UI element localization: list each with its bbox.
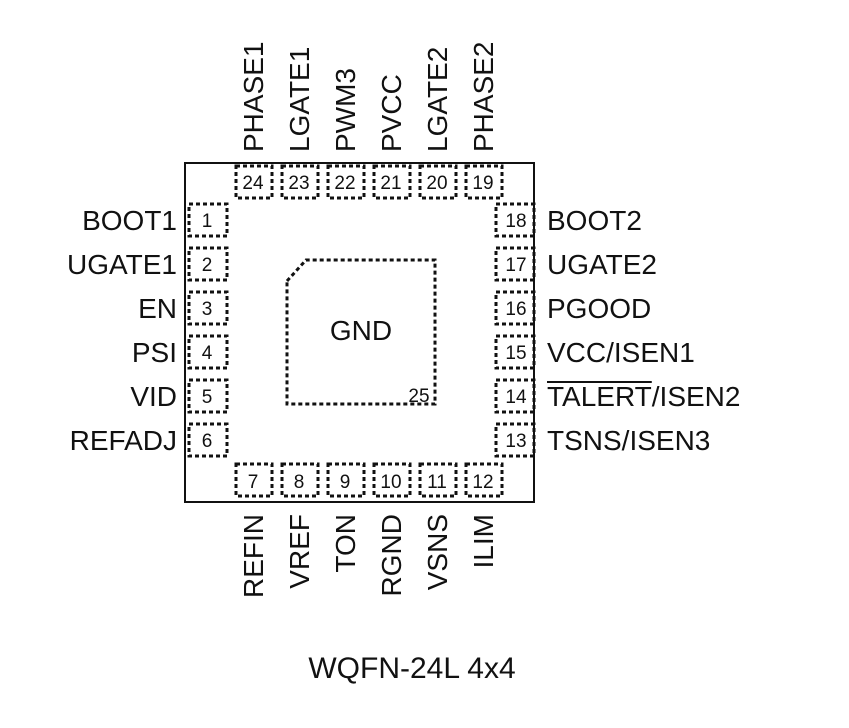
pin-pad-top bbox=[464, 164, 504, 200]
pin-number: 18 bbox=[505, 211, 526, 232]
pin-number: 13 bbox=[505, 431, 526, 452]
pin-name: VREF bbox=[284, 514, 315, 589]
pin-name: VCC/ISEN1 bbox=[547, 337, 695, 368]
pin-name: PSI bbox=[132, 337, 177, 368]
exposed-pad-pin-number: 25 bbox=[408, 386, 429, 407]
pin-number: 15 bbox=[505, 343, 526, 364]
package-body bbox=[184, 162, 535, 503]
pin-name: VID bbox=[130, 381, 177, 412]
pin-pad-bottom bbox=[234, 462, 274, 498]
pin-number: 2 bbox=[202, 255, 213, 276]
pin-pad-top bbox=[234, 164, 274, 200]
pin-number: 7 bbox=[248, 472, 259, 493]
pin-number: 8 bbox=[294, 472, 305, 493]
pin-pad-top bbox=[418, 164, 458, 200]
pin-pad-bottom bbox=[464, 462, 504, 498]
pin-name: PHASE1 bbox=[238, 42, 269, 153]
pin-name: BOOT1 bbox=[82, 205, 177, 236]
pin-number: 4 bbox=[202, 343, 213, 364]
pin-name: EN bbox=[138, 293, 177, 324]
pin-number: 17 bbox=[505, 255, 526, 276]
pin-number: 12 bbox=[472, 472, 493, 493]
pin-number: 1 bbox=[202, 211, 213, 232]
pin-pad-bottom bbox=[418, 462, 458, 498]
pin-number: 23 bbox=[288, 173, 309, 194]
pin-pad-top bbox=[326, 164, 366, 200]
pin-number: 21 bbox=[380, 173, 401, 194]
pin-name: TSNS/ISEN3 bbox=[547, 425, 710, 456]
pin-number: 5 bbox=[202, 387, 213, 408]
pin-number: 24 bbox=[242, 173, 264, 194]
exposed-pad-label: GND bbox=[330, 315, 392, 346]
pin-number: 20 bbox=[426, 173, 447, 194]
pin-name: PGOOD bbox=[547, 293, 651, 324]
pin-name: LGATE1 bbox=[284, 47, 315, 152]
pin-name: ILIM bbox=[468, 514, 499, 568]
pin-name: BOOT2 bbox=[547, 205, 642, 236]
pin-number: 14 bbox=[505, 387, 527, 408]
pin-name: TON bbox=[330, 514, 361, 573]
exposed-pad bbox=[285, 258, 437, 406]
pin-name: PHASE2 bbox=[468, 42, 499, 153]
pin-name: PWM3 bbox=[330, 68, 361, 152]
pin-number: 9 bbox=[340, 472, 351, 493]
pin-number: 3 bbox=[202, 299, 213, 320]
pin-pad-top bbox=[372, 164, 412, 200]
package-name: WQFN-24L 4x4 bbox=[308, 652, 515, 685]
pin-name: VSNS bbox=[422, 514, 453, 590]
pin-pad-bottom bbox=[280, 462, 320, 498]
pins-group: 1 BOOT1 2 UGATE1 3 EN 4 PSI 5 VID 6 REFADJ 18 BOOT2 17… bbox=[67, 42, 740, 599]
pin-pad-top bbox=[280, 164, 320, 200]
pin-number: 10 bbox=[380, 472, 401, 493]
pin-number: 16 bbox=[505, 299, 526, 320]
pin-number: 19 bbox=[472, 173, 493, 194]
pin-number: 6 bbox=[202, 431, 213, 452]
pin-name: REFIN bbox=[238, 514, 269, 598]
pin-number: 22 bbox=[334, 173, 355, 194]
pin-pad-bottom bbox=[372, 462, 412, 498]
pin-name: PVCC bbox=[376, 74, 407, 152]
pin-name: TALERT/ISEN2 bbox=[547, 381, 740, 412]
pin-name: LGATE2 bbox=[422, 47, 453, 152]
pin-name: UGATE1 bbox=[67, 249, 177, 280]
pin-name: UGATE2 bbox=[547, 249, 657, 280]
pin-pad-bottom bbox=[326, 462, 366, 498]
pin-name: REFADJ bbox=[70, 425, 177, 456]
pin-number: 11 bbox=[427, 472, 447, 493]
pin-name: RGND bbox=[376, 514, 407, 596]
